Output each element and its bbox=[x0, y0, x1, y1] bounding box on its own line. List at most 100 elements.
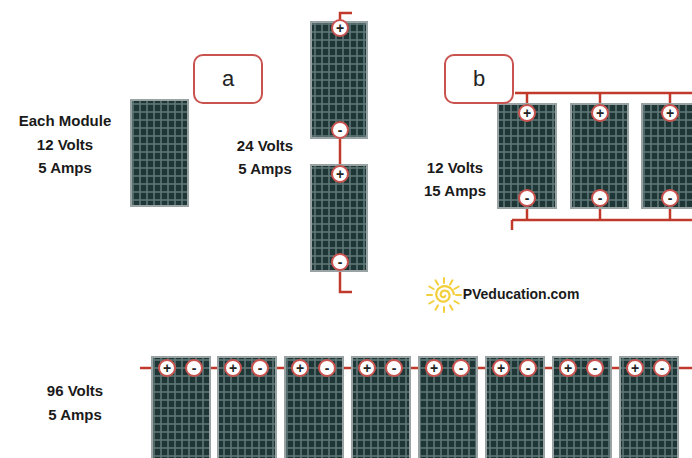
solar-module bbox=[642, 104, 692, 208]
terminal-circle bbox=[627, 360, 643, 376]
sun-ray bbox=[454, 287, 458, 290]
sun-ray bbox=[450, 305, 453, 309]
wire bbox=[340, 270, 352, 292]
spec-label: 96 Volts bbox=[47, 383, 103, 400]
terminal-sign: - bbox=[392, 361, 397, 375]
terminal-circle bbox=[453, 360, 469, 376]
solar-module bbox=[352, 357, 410, 458]
solar-module bbox=[131, 100, 188, 206]
solar-module bbox=[571, 104, 628, 208]
terminal-sign: - bbox=[668, 191, 673, 205]
terminal-sign: - bbox=[525, 191, 530, 205]
callout-box: b bbox=[444, 54, 514, 104]
sun-ray bbox=[443, 278, 445, 283]
terminal-sign: + bbox=[430, 361, 438, 375]
spec-label: 5 Amps bbox=[38, 160, 92, 177]
sun-ray bbox=[450, 280, 453, 284]
terminal-circle bbox=[493, 360, 509, 376]
terminal-sign: - bbox=[598, 191, 603, 205]
terminal-sign: - bbox=[325, 361, 330, 375]
terminal-circle bbox=[519, 105, 535, 121]
solar-module bbox=[553, 357, 611, 458]
terminal-circle bbox=[520, 360, 536, 376]
terminal-circle bbox=[359, 360, 375, 376]
terminal-circle bbox=[386, 360, 402, 376]
terminal-circle bbox=[332, 122, 348, 138]
solar-module bbox=[486, 357, 544, 458]
watermark: PVeducation.com bbox=[463, 287, 580, 302]
terminal-sign: + bbox=[336, 167, 344, 181]
terminal-circle bbox=[662, 105, 678, 121]
terminal-sign: - bbox=[526, 361, 531, 375]
sun-logo bbox=[427, 278, 461, 312]
terminal-circle bbox=[519, 190, 535, 206]
solar-module bbox=[311, 22, 367, 138]
spec-label: 5 Amps bbox=[238, 161, 292, 178]
terminal-sign: + bbox=[163, 361, 171, 375]
sun-ray bbox=[429, 287, 433, 290]
terminal-sign: - bbox=[593, 361, 598, 375]
solar-module bbox=[218, 357, 276, 458]
terminal-sign: + bbox=[564, 361, 572, 375]
terminal-sign: + bbox=[596, 106, 604, 120]
callout-letter: b bbox=[473, 66, 485, 92]
terminal-circle bbox=[332, 166, 348, 182]
terminal-circle bbox=[252, 360, 268, 376]
terminal-sign: - bbox=[459, 361, 464, 375]
sun-ray bbox=[454, 301, 458, 304]
solar-module bbox=[311, 165, 367, 271]
solar-module bbox=[152, 357, 210, 458]
solar-module bbox=[419, 357, 477, 458]
terminal-circle bbox=[662, 190, 678, 206]
terminal-circle bbox=[332, 254, 348, 270]
spec-label: 12 Volts bbox=[427, 160, 483, 177]
wire bbox=[512, 219, 692, 222]
sun-ray bbox=[427, 294, 432, 296]
terminal-sign: + bbox=[666, 106, 674, 120]
terminal-sign: + bbox=[523, 106, 531, 120]
callout-box: a bbox=[193, 54, 263, 104]
wire bbox=[515, 92, 692, 95]
terminal-sign: - bbox=[338, 123, 343, 137]
terminal-sign: + bbox=[497, 361, 505, 375]
spec-label: 24 Volts bbox=[237, 138, 293, 155]
terminal-sign: + bbox=[296, 361, 304, 375]
terminal-sign: - bbox=[660, 361, 665, 375]
wire bbox=[339, 138, 342, 165]
sun-spiral bbox=[436, 286, 454, 301]
sun-ray bbox=[429, 301, 433, 304]
wire bbox=[511, 220, 514, 230]
terminal-circle bbox=[159, 360, 175, 376]
modules bbox=[131, 22, 692, 458]
spec-label: 5 Amps bbox=[48, 407, 102, 424]
solar-module bbox=[620, 357, 678, 458]
terminal-circle bbox=[292, 360, 308, 376]
sun-ray bbox=[436, 280, 439, 284]
terminal-circle bbox=[332, 20, 348, 36]
sun-ray bbox=[456, 294, 461, 296]
terminal-sign: - bbox=[338, 255, 343, 269]
terminals bbox=[159, 20, 678, 376]
terminal-circle bbox=[592, 105, 608, 121]
terminal-sign: - bbox=[258, 361, 263, 375]
terminal-circle bbox=[319, 360, 335, 376]
terminal-sign: + bbox=[363, 361, 371, 375]
terminal-circle bbox=[560, 360, 576, 376]
terminal-circle bbox=[587, 360, 603, 376]
terminal-sign: - bbox=[192, 361, 197, 375]
terminal-circle bbox=[186, 360, 202, 376]
sun-ray bbox=[436, 305, 439, 309]
terminal-circle bbox=[426, 360, 442, 376]
spec-label: 15 Amps bbox=[424, 183, 486, 200]
spec-label: Each Module bbox=[19, 113, 112, 130]
solar-module bbox=[285, 357, 343, 458]
callout-letter: a bbox=[222, 66, 234, 92]
sun-ray bbox=[443, 307, 445, 312]
solar-module bbox=[498, 104, 556, 208]
terminal-sign: + bbox=[631, 361, 639, 375]
wires bbox=[140, 13, 692, 368]
spec-label: 12 Volts bbox=[37, 137, 93, 154]
terminal-sign: + bbox=[336, 21, 344, 35]
